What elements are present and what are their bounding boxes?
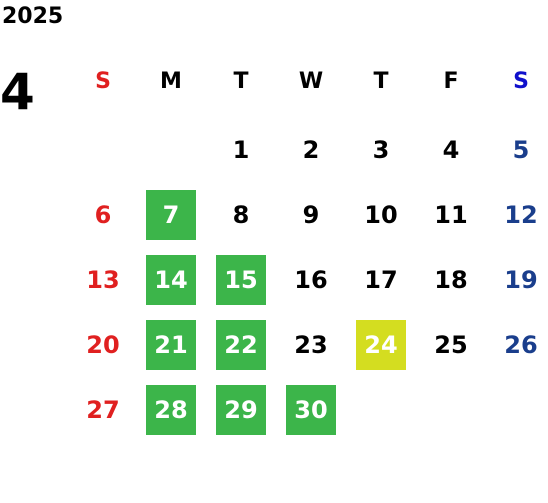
day-cell-16[interactable]: 16	[294, 266, 328, 294]
month-label: 4	[0, 63, 35, 121]
day-cell-4[interactable]: 4	[442, 136, 460, 164]
day-cell-2[interactable]: 2	[302, 136, 320, 164]
day-cell-19[interactable]: 19	[504, 266, 538, 294]
day-cell-17[interactable]: 17	[364, 266, 398, 294]
weekday-sunday: S	[95, 68, 111, 94]
day-cell-25[interactable]: 25	[434, 331, 468, 359]
day-cell-3[interactable]: 3	[372, 136, 390, 164]
weekday-tuesday: T	[233, 68, 249, 94]
day-cell-24[interactable]: 24	[356, 320, 406, 370]
day-cell-10[interactable]: 10	[364, 201, 398, 229]
day-cell-29[interactable]: 29	[216, 385, 266, 435]
day-cell-20[interactable]: 20	[86, 331, 120, 359]
day-cell-28[interactable]: 28	[146, 385, 196, 435]
day-cell-7[interactable]: 7	[146, 190, 196, 240]
day-cell-22[interactable]: 22	[216, 320, 266, 370]
day-cell-21[interactable]: 21	[146, 320, 196, 370]
day-cell-12[interactable]: 12	[504, 201, 538, 229]
day-cell-5[interactable]: 5	[512, 136, 530, 164]
weekday-wednesday: W	[298, 68, 324, 94]
day-cell-9[interactable]: 9	[302, 201, 320, 229]
day-cell-14[interactable]: 14	[146, 255, 196, 305]
weekday-friday: F	[443, 68, 459, 94]
weekday-thursday: T	[373, 68, 389, 94]
day-cell-30[interactable]: 30	[286, 385, 336, 435]
day-cell-11[interactable]: 11	[434, 201, 468, 229]
day-cell-1[interactable]: 1	[232, 136, 250, 164]
day-cell-6[interactable]: 6	[94, 201, 112, 229]
day-cell-23[interactable]: 23	[294, 331, 328, 359]
day-cell-8[interactable]: 8	[232, 201, 250, 229]
day-cell-13[interactable]: 13	[86, 266, 120, 294]
day-cell-18[interactable]: 18	[434, 266, 468, 294]
day-cell-15[interactable]: 15	[216, 255, 266, 305]
day-cell-26[interactable]: 26	[504, 331, 538, 359]
weekday-saturday: S	[513, 68, 529, 94]
day-cell-27[interactable]: 27	[86, 396, 120, 424]
year-label: 2025	[2, 4, 64, 29]
weekday-monday: M	[160, 68, 182, 94]
